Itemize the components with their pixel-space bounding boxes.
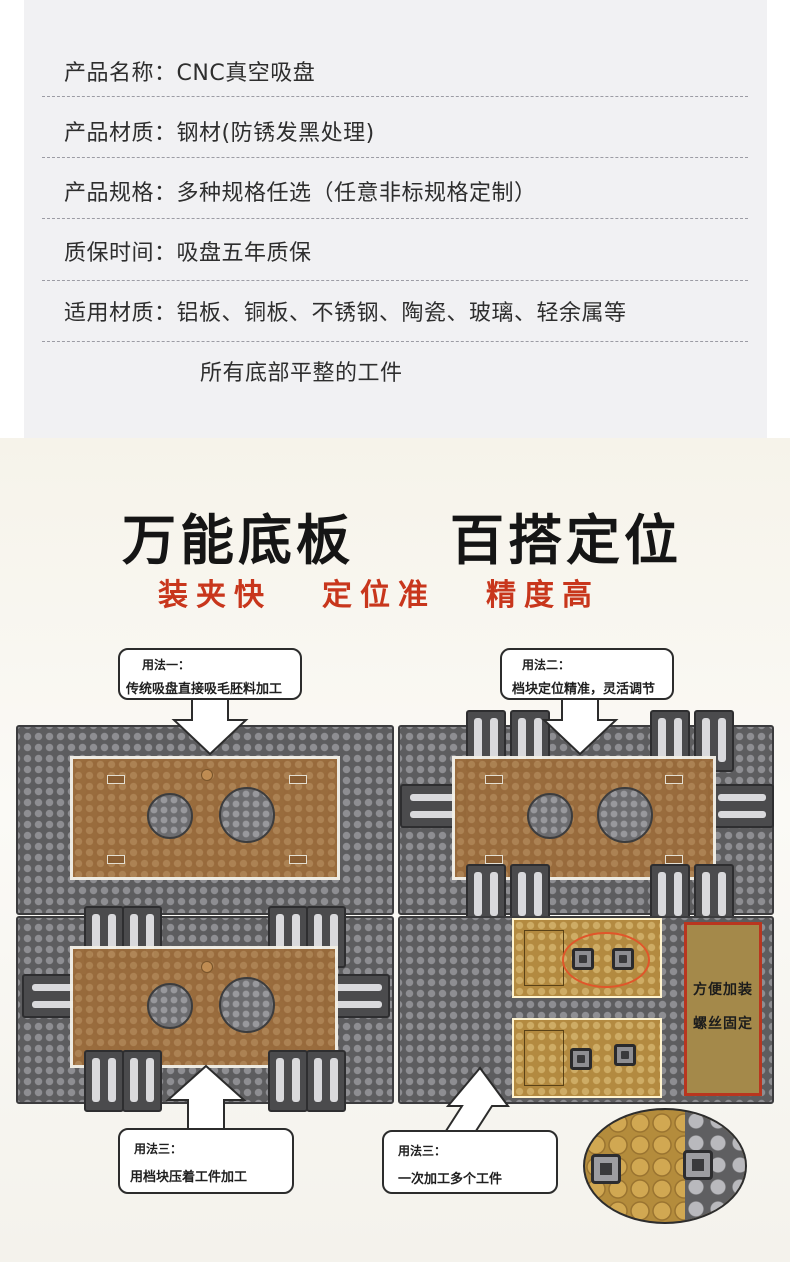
spec-label: 产品规格：	[64, 181, 177, 206]
stopper-block	[510, 864, 550, 926]
side-note-panel: 方便加装 螺丝固定	[684, 922, 762, 1096]
workpiece-hole	[219, 787, 275, 843]
stopper-block	[466, 864, 506, 926]
workpiece-top-right	[452, 756, 716, 880]
stopper-block	[84, 1050, 124, 1112]
callout-desc: 一次加工多个工件	[398, 1172, 503, 1187]
arrow-up-icon	[165, 1064, 247, 1133]
spec-row-warranty: 质保时间：吸盘五年质保	[64, 235, 312, 267]
callout-method-1: 用法一： 传统吸盘直接吸毛胚料加工	[118, 648, 302, 700]
callout-desc: 传统吸盘直接吸毛胚料加工	[126, 682, 283, 697]
highlight-ellipse	[562, 932, 650, 988]
side-note-line1: 方便加装	[693, 982, 753, 998]
stopper-block	[650, 864, 690, 926]
arrow-up-icon	[442, 1066, 510, 1135]
spec-label: 适用材质：	[64, 301, 177, 326]
callout-method-3b: 用法三： 一次加工多个工件	[382, 1130, 558, 1194]
vacuum-plate-showcase: 万能底板 百搭定位 装夹快 定位准 精度高	[0, 438, 790, 1262]
spec-continuation: 所有底部平整的工件	[200, 355, 403, 387]
workpiece-slot	[107, 855, 125, 864]
spec-value: 吸盘五年质保	[176, 241, 312, 266]
spec-value: CNC真空吸盘	[176, 61, 316, 86]
stopper-block	[708, 784, 774, 828]
workpiece-slot	[289, 775, 307, 784]
callout-title: 用法三：	[134, 1142, 183, 1156]
spec-value: 钢材(防锈发黑处理)	[176, 121, 375, 146]
workpiece-bottom-left	[70, 946, 338, 1068]
spec-divider	[42, 157, 748, 158]
headline-universal-positioning: 百搭定位	[450, 509, 682, 572]
hex-bolt-icon	[570, 1048, 592, 1070]
workpiece-hole	[597, 787, 653, 843]
callout-method-3a: 用法三： 用档块压着工件加工	[118, 1128, 294, 1194]
spec-divider	[42, 218, 748, 219]
tagline-accurate-positioning: 定位准	[322, 578, 436, 613]
product-spec-panel: 产品名称：CNC真空吸盘 产品材质：钢材(防锈发黑处理) 产品规格：多种规格任选…	[24, 0, 767, 438]
spec-value: 所有底部平整的工件	[200, 361, 403, 386]
zoom-detail-circle	[583, 1108, 747, 1224]
workpiece-slot	[665, 775, 683, 784]
spec-label: 质保时间：	[64, 241, 177, 266]
spec-value: 铝板、铜板、不锈钢、陶瓷、玻璃、轻余属等	[176, 301, 627, 326]
hex-bolt-icon	[591, 1154, 621, 1184]
workpiece-slot	[485, 855, 503, 864]
callout-desc: 用档块压着工件加工	[130, 1170, 248, 1185]
hex-bolt-icon	[614, 1044, 636, 1066]
tagline-fast-clamping: 装夹快	[158, 578, 272, 613]
workpiece-pin	[201, 769, 213, 781]
side-note-line2: 螺丝固定	[693, 1016, 753, 1032]
workpiece-hole	[147, 793, 193, 839]
spec-divider	[42, 280, 748, 281]
callout-title: 用法二：	[522, 658, 571, 672]
workpiece-slot	[289, 855, 307, 864]
spec-label: 产品名称：	[64, 61, 177, 86]
spec-row-name: 产品名称：CNC真空吸盘	[64, 55, 315, 87]
callout-desc: 档块定位精准，灵活调节	[512, 682, 656, 697]
tagline-high-precision: 精度高	[486, 578, 600, 613]
spec-row-applicable: 适用材质：铝板、铜板、不锈钢、陶瓷、玻璃、轻余属等	[64, 295, 627, 327]
workpiece-slot	[665, 855, 683, 864]
workpiece-top-left	[70, 756, 340, 880]
spec-divider	[42, 96, 748, 97]
workpiece-slot	[485, 775, 503, 784]
arrow-down-icon	[171, 697, 249, 756]
arrow-down-icon	[541, 697, 619, 756]
spec-divider	[42, 341, 748, 342]
stopper-block	[122, 1050, 162, 1112]
workpiece-pin	[201, 961, 213, 973]
hex-bolt-icon	[683, 1150, 713, 1180]
stopper-block	[306, 1050, 346, 1112]
spec-row-material: 产品材质：钢材(防锈发黑处理)	[64, 115, 375, 147]
workpiece-hole	[527, 793, 573, 839]
workpiece-hole	[147, 983, 193, 1029]
workpiece-slot	[107, 775, 125, 784]
spec-value: 多种规格任选（任意非标规格定制）	[176, 181, 537, 206]
stopper-block	[268, 1050, 308, 1112]
workpiece-hole	[219, 977, 275, 1033]
spec-label: 产品材质：	[64, 121, 177, 146]
callout-method-2: 用法二： 档块定位精准，灵活调节	[500, 648, 674, 700]
workpiece-pocket	[524, 930, 564, 986]
callout-title: 用法三：	[398, 1144, 447, 1158]
callout-title: 用法一：	[142, 658, 191, 672]
headline-universal-plate: 万能底板	[122, 509, 354, 572]
stopper-block	[694, 864, 734, 926]
gold-workpiece-lower	[512, 1018, 662, 1098]
spec-row-size: 产品规格：多种规格任选（任意非标规格定制）	[64, 175, 537, 207]
workpiece-pocket	[524, 1030, 564, 1086]
